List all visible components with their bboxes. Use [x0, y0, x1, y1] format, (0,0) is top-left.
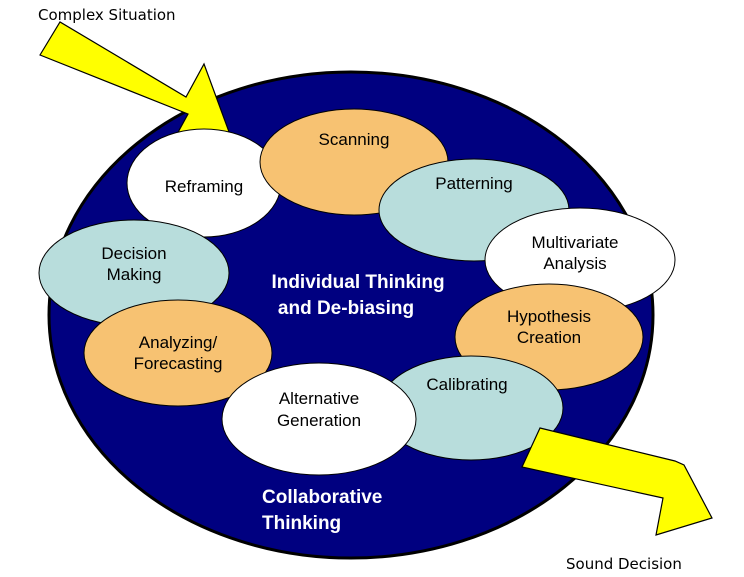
input-caption: Complex Situation [38, 6, 176, 24]
node-calibrating-label: Calibrating [426, 375, 507, 394]
node-alternative-generation [221, 362, 417, 476]
node-scanning-label: Scanning [319, 130, 390, 149]
node-patterning-label: Patterning [435, 174, 513, 193]
center-label-line1: Individual Thinking [271, 272, 444, 293]
node-analyzing-line1: Analyzing/ [139, 333, 218, 352]
node-alternative-line2: Generation [277, 411, 361, 430]
node-alternative-line1: Alternative [279, 389, 359, 408]
node-analyzing-forecasting [83, 299, 273, 407]
node-decision-line2: Making [107, 265, 162, 284]
node-reframing-label: Reframing [165, 177, 243, 196]
node-hypothesis-line1: Hypothesis [507, 307, 591, 326]
node-analyzing-line2: Forecasting [134, 354, 223, 373]
center-label-line2: and De-biasing [278, 298, 414, 319]
output-arrow [521, 427, 713, 536]
bottom-label-line2: Thinking [262, 513, 341, 534]
output-caption: Sound Decision [566, 555, 682, 573]
node-multivariate-line2: Analysis [543, 254, 606, 273]
node-decision-line1: Decision [101, 244, 166, 263]
node-multivariate-line1: Multivariate [532, 233, 619, 252]
input-arrow [39, 21, 233, 148]
bottom-label-line1: Collaborative [262, 487, 382, 508]
node-hypothesis-line2: Creation [517, 328, 581, 347]
